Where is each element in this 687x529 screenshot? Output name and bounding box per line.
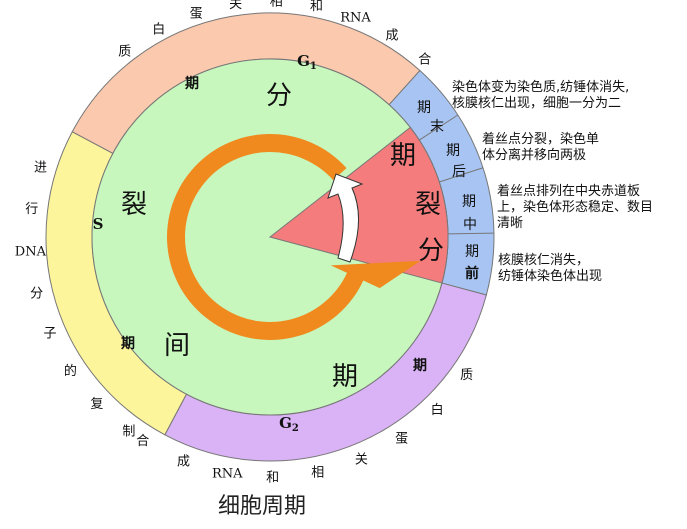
svg-text:中: 中 [463,217,477,233]
wedge-fen-label: 分 [418,236,444,266]
arc-char: 白 [431,402,444,418]
telophase-label: 期 末 [417,100,444,135]
cycle-arrow [166,134,421,341]
prophase-note: 核膜核仁消失， 纺锤体染色体出现 [498,253,603,284]
g2-label: G2 [279,414,299,434]
arc-char: 合 [418,52,431,67]
jian-label: 间 [164,331,190,361]
arc-char: 蛋 [190,6,203,21]
arc-char: DNA [15,244,47,259]
metaphase-note: 着丝点排列在中央赤道板 上，染色体形态稳定、数目 清晰 [497,184,654,231]
arc-char: 进 [34,160,47,175]
g1-label: G1 [297,52,317,72]
g2-description-arc: 合成 RNA 和 相 关 蛋 白 质 [136,368,473,485]
wedge-qi-label: 期 [390,141,416,171]
arc-char: 关 [355,453,368,468]
arc-char: RNA [212,467,243,482]
mitosis-subphase-dividers [419,114,494,235]
svg-text:后: 后 [452,164,466,180]
arc-char: 蛋 [395,431,408,446]
svg-text:期: 期 [462,194,476,210]
anaphase-note: 着丝点分裂，染色单 体分离并移向两极 [482,132,600,163]
arc-char: 子 [43,327,56,342]
g1-period-label: 期 [185,76,199,92]
qi-label: 期 [332,362,358,392]
arc-char: RNA [340,11,371,26]
arc-char: 相 [311,466,324,481]
s-label: S [93,215,104,233]
s-period-label: 期 [121,336,135,352]
arc-char: 分 [30,286,43,301]
arc-char: 成 [177,454,190,469]
arc-char: 成 [385,29,398,44]
arc-char: 合 [136,434,149,449]
g1-description-arc: 质 白 蛋 关 相 和 RNA 成合 [118,0,431,67]
arc-char: 质 [118,45,131,60]
arc-char: 白 [152,21,165,37]
arc-char: 的 [64,363,77,379]
lie-label: 裂 [121,190,147,220]
arc-char: 行 [25,202,38,217]
arc-char: 制 [122,425,135,440]
arc-char: 和 [310,0,323,14]
fen-label: 分 [266,81,292,111]
diagram-caption: 细胞周期 [218,494,307,519]
arc-char: 相 [270,0,283,10]
prophase-label: 期 前 [465,244,479,282]
mitosis-wedge [268,126,449,284]
svg-text:期: 期 [417,100,431,116]
arc-char: 复 [90,397,103,412]
wedge-lie-label: 裂 [415,190,441,220]
svg-text:末: 末 [430,119,444,135]
telophase-note: 染色体变为染色质,纺锤体消失, 核膜核仁出现，细胞一分为二 [452,80,630,111]
g2-period-label: 期 [413,358,427,374]
arc-char: 质 [460,368,473,383]
mitosis-curved-arrow [327,173,364,263]
arc-char: 和 [266,471,279,486]
svg-text:前: 前 [465,265,479,282]
arc-char: 关 [229,0,242,12]
anaphase-label: 期 后 [446,143,466,180]
metaphase-label: 期 中 [462,194,477,233]
svg-text:期: 期 [465,244,479,260]
svg-text:期: 期 [446,143,460,159]
